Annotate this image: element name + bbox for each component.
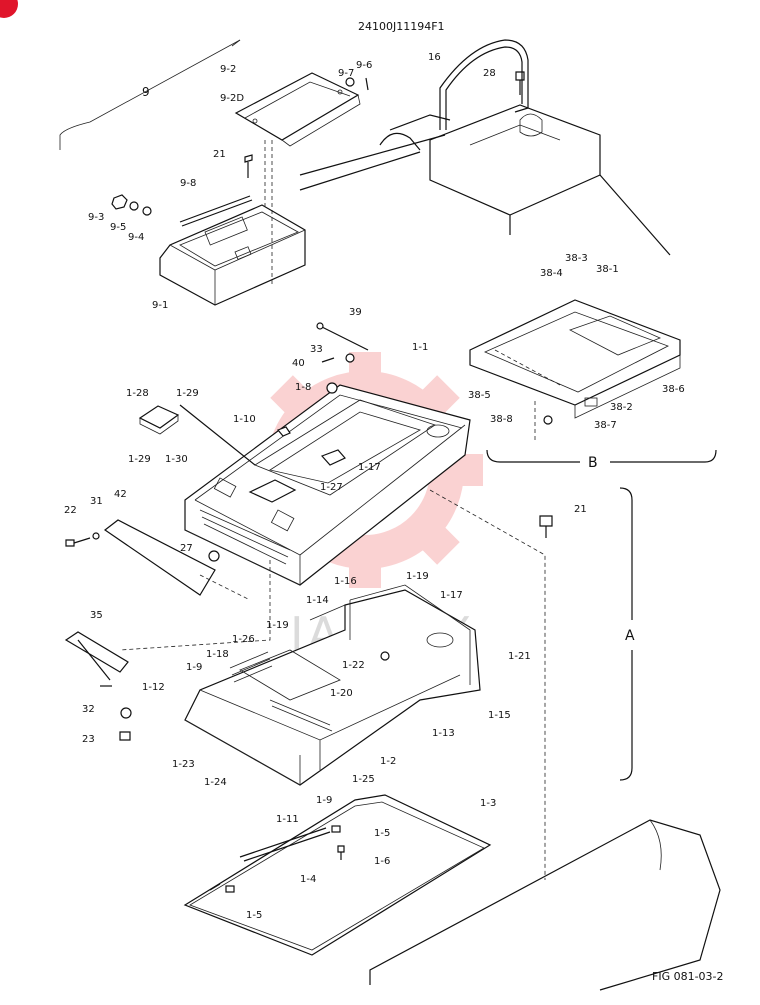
part-label: 38-4 — [540, 268, 563, 279]
group-label-B: B — [588, 455, 598, 471]
part-label: 1-21 — [508, 651, 531, 662]
frame-1-11 — [184, 584, 481, 786]
part-label: 1-16 — [334, 576, 357, 587]
part-label: 38-3 — [565, 253, 588, 264]
part-label: 1-15 — [488, 710, 511, 721]
part-label: 1-9 — [186, 662, 202, 673]
part-label: 1-20 — [330, 688, 353, 699]
part-label: 1-26 — [232, 634, 255, 645]
part-label: 9-7 — [338, 68, 354, 79]
part-label: 1-29 — [128, 454, 151, 465]
part-label: 40 — [292, 358, 305, 369]
group-label-A: A — [625, 628, 635, 644]
part-label: 1-25 — [352, 774, 375, 785]
part-label: 1-30 — [165, 454, 188, 465]
plate-42 — [65, 515, 553, 596]
part-label: 1-4 — [300, 874, 316, 885]
hood-1-1 — [179, 322, 471, 586]
watermark-gear-tooth — [411, 516, 460, 565]
part-label: 31 — [90, 496, 103, 507]
part-label: 1-17 — [440, 590, 463, 601]
part-label: 16 — [428, 52, 441, 63]
part-label: 1-10 — [233, 414, 256, 425]
part-label: 1-9 — [316, 795, 332, 806]
part-label: 1-2 — [380, 756, 396, 767]
part-label: 38-8 — [490, 414, 513, 425]
part-label: 1-19 — [406, 571, 429, 582]
part-label: 1-6 — [374, 856, 390, 867]
part-label: 1-27 — [320, 482, 343, 493]
part-label: 1-23 — [172, 759, 195, 770]
part-label: 1-14 — [306, 595, 329, 606]
part-label: 28 — [483, 68, 496, 79]
part-label: 9-4 — [128, 232, 144, 243]
part-label: 9-2D — [220, 93, 244, 104]
part-labels: 9-29-2D9-79-6219-89-39-59-49-1162838-338… — [64, 52, 685, 921]
cover-38 — [469, 299, 681, 425]
part-label: 1-5 — [374, 828, 390, 839]
part-label: 1-12 — [142, 682, 165, 693]
part-label: 38-6 — [662, 384, 685, 395]
part-label: 1-13 — [432, 728, 455, 739]
part-label: 1-19 — [266, 620, 289, 631]
part-label: 32 — [82, 704, 95, 715]
part-label: 9-6 — [356, 60, 372, 71]
part-label: 9-2 — [220, 64, 236, 75]
part-label: 1-5 — [246, 910, 262, 921]
part-label: 23 — [82, 734, 95, 745]
bracket-B — [486, 449, 717, 463]
bracket-A — [619, 487, 633, 781]
part-label: 42 — [114, 489, 127, 500]
part-label: 38-2 — [610, 402, 633, 413]
part-label: 21 — [574, 504, 587, 515]
mat-1-3 — [183, 794, 492, 956]
part-label: 39 — [349, 307, 362, 318]
part-label: 9-3 — [88, 212, 104, 223]
part-label: 38-1 — [596, 264, 619, 275]
part-label: 35 — [90, 610, 103, 621]
figure-id: FIG 081-03-2 — [652, 970, 724, 983]
part-label: 33 — [310, 344, 323, 355]
part-label: 1-1 — [412, 342, 428, 353]
bracket-35 — [64, 631, 132, 741]
handrail-16 — [439, 39, 529, 130]
doc-number: 24100J11194F1 — [358, 20, 445, 33]
bracket-1-28 — [138, 405, 180, 435]
part-label: 38-7 — [594, 420, 617, 431]
panel-box-9 — [111, 72, 369, 306]
part-label: 21 — [213, 149, 226, 160]
part-label: 1-3 — [480, 798, 496, 809]
part-label: 9-1 — [152, 300, 168, 311]
part-label: 1-11 — [276, 814, 299, 825]
part-label: 1-18 — [206, 649, 229, 660]
guide-dashes — [119, 400, 546, 880]
part-label: 9-5 — [110, 222, 126, 233]
part-label: 27 — [180, 543, 193, 554]
part-label: 22 — [64, 505, 77, 516]
part-label: 38-5 — [468, 390, 491, 401]
machine-outline — [59, 39, 721, 991]
corner-badge — [0, 0, 18, 18]
part-label: 1-8 — [295, 382, 311, 393]
part-label: 1-29 — [176, 388, 199, 399]
watermark-gear-tooth — [349, 552, 381, 588]
part-label: 9-8 — [180, 178, 196, 189]
part-label: 1-22 — [342, 660, 365, 671]
part-label: 1-17 — [358, 462, 381, 473]
group-label-9: 9 — [142, 85, 150, 99]
part-label: 1-24 — [204, 777, 227, 788]
part-label: 1-28 — [126, 388, 149, 399]
